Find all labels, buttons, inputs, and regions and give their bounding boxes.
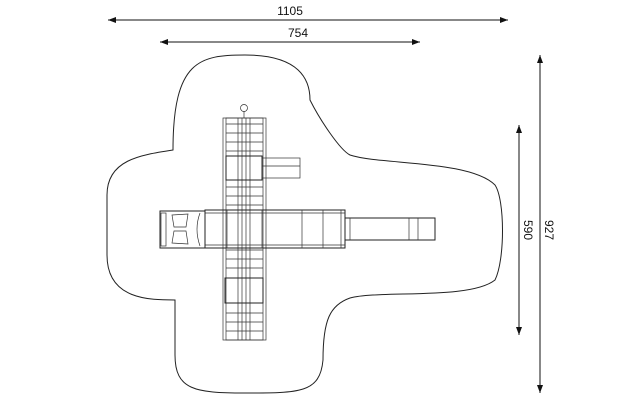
dimension-label: 927	[542, 220, 556, 240]
upper-platform	[225, 155, 263, 181]
dimension-overall-depth: 927	[537, 55, 556, 393]
dimension-structure-depth: 590	[516, 125, 535, 335]
vertical-bridge	[222, 117, 267, 341]
side-panel	[261, 157, 301, 179]
steering-wheel-icon	[240, 104, 248, 112]
dimension-overall-width: 1105	[108, 4, 508, 23]
dimension-label: 1105	[277, 4, 303, 18]
dimension-label: 590	[521, 220, 535, 240]
safety-zone-outline	[106, 54, 503, 394]
dimension-structure-width: 754	[160, 26, 420, 45]
lower-platform	[224, 277, 264, 304]
slide	[344, 217, 436, 241]
cab-module	[159, 210, 206, 249]
dimension-label: 754	[288, 26, 308, 40]
